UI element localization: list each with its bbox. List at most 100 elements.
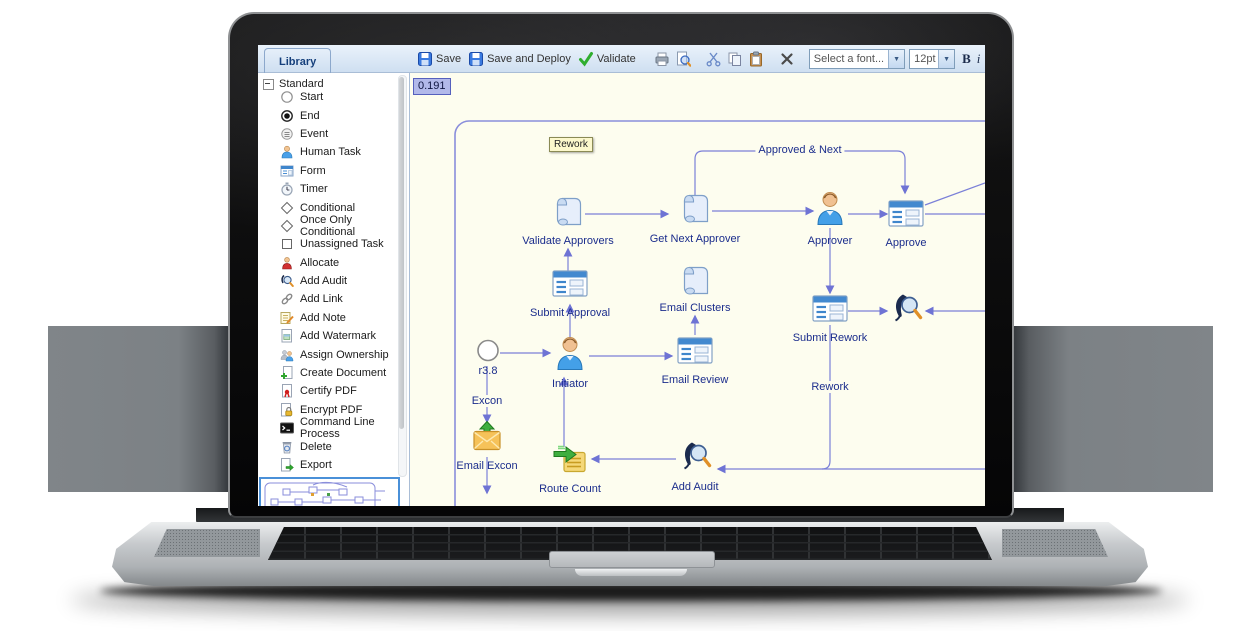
flow-node-approver[interactable] xyxy=(814,191,846,232)
chevron-down-icon[interactable]: ▼ xyxy=(888,50,905,68)
sidebar-item-allocate[interactable]: Allocate xyxy=(258,254,398,272)
sidebar-item-add-watermark[interactable]: Add Watermark xyxy=(258,327,398,345)
sidebar-item-unassigned-task[interactable]: Unassigned Task xyxy=(258,235,398,253)
tree-group-standard[interactable]: Standard xyxy=(258,73,409,91)
watermark-icon xyxy=(280,329,294,343)
sidebar-item-start[interactable]: Start xyxy=(258,88,398,106)
app-window: Library Save Save and Deploy Validate Se… xyxy=(258,45,985,506)
sidebar-item-once-only-conditional[interactable]: Once Only Conditional xyxy=(258,213,398,238)
overview-minimap[interactable] xyxy=(259,477,400,506)
sidebar-item-timer[interactable]: Timer xyxy=(258,180,398,198)
paste-icon[interactable] xyxy=(747,50,765,68)
sidebar-item-encrypt-pdf[interactable]: Encrypt PDF xyxy=(258,401,398,419)
sidebar-item-end[interactable]: End xyxy=(258,106,398,124)
form-icon xyxy=(280,164,294,178)
auditmini-icon xyxy=(280,274,294,288)
sidebar-item-command-line-process[interactable]: Command Line Process xyxy=(258,416,398,441)
flow-edge-label: Approved & Next xyxy=(755,144,845,156)
tree-group-label: Standard xyxy=(279,78,324,90)
sidebar-item-label: Encrypt PDF xyxy=(300,403,363,416)
flow-node-label-initiator: Initiator xyxy=(551,378,589,390)
sidebar-item-delete[interactable]: Delete xyxy=(258,437,398,455)
sidebar-item-add-link[interactable]: Add Link xyxy=(258,290,398,308)
italic-button[interactable]: i xyxy=(976,51,981,66)
minimap-preview xyxy=(264,481,385,506)
flow-node-initiator[interactable] xyxy=(554,336,586,377)
save-and-deploy-button[interactable]: Save and Deploy xyxy=(468,51,571,67)
check-icon xyxy=(578,51,594,67)
sidebar-item-create-document[interactable]: Create Document xyxy=(258,364,398,382)
sidebar-item-label: Event xyxy=(300,127,329,140)
collapse-icon[interactable] xyxy=(263,78,274,90)
sidebar-item-form[interactable]: Form xyxy=(258,162,398,180)
sidebar-item-certify-pdf[interactable]: Certify PDF xyxy=(258,382,398,400)
sidebar-scrollbar[interactable] xyxy=(398,75,407,477)
flow-node-submit-rework[interactable] xyxy=(812,295,848,327)
sidebar-item-label: Add Audit xyxy=(300,275,348,288)
flow-node-label-email-clusters: Email Clusters xyxy=(659,302,731,314)
timer-icon xyxy=(280,182,294,196)
copy-icon[interactable] xyxy=(726,50,744,68)
print-icon[interactable] xyxy=(653,50,671,68)
sidebar-item-conditional[interactable]: Conditional xyxy=(258,198,398,216)
sidebar-item-assign-ownership[interactable]: Assign Ownership xyxy=(258,345,398,363)
preview-icon[interactable] xyxy=(674,50,692,68)
cut-icon[interactable] xyxy=(705,50,723,68)
sidebar-item-label: Human Task xyxy=(300,146,361,159)
flow-node-label-approve: Approve xyxy=(885,237,927,249)
flow-node-add-audit[interactable] xyxy=(678,441,712,478)
flow-node-get-next-approver[interactable] xyxy=(680,193,710,230)
sidebar-item-label: Delete xyxy=(300,440,332,453)
laptop-shadow xyxy=(100,581,1162,601)
sidebar-item-label: Command Line Process xyxy=(300,416,375,441)
sidebar-item-label: Unassigned Task xyxy=(300,238,384,251)
save-icon xyxy=(417,51,433,67)
background-band-right xyxy=(1013,326,1213,492)
flow-node-approve[interactable] xyxy=(888,200,924,232)
sidebar-item-label: Conditional xyxy=(300,201,356,214)
flow-node-audit-step[interactable] xyxy=(889,293,923,330)
font-select-value: Select a font... xyxy=(813,53,885,65)
flow-node-label-email-review: Email Review xyxy=(661,374,729,386)
sidebar-item-label: Add Link xyxy=(300,293,343,306)
scrollbar-thumb[interactable] xyxy=(399,77,404,429)
flow-node-label-approver: Approver xyxy=(807,235,853,247)
flow-node-email-clusters[interactable] xyxy=(680,265,710,302)
flow-node-label-submit-approval: Submit Approval xyxy=(529,307,611,319)
flow-node-start-event[interactable] xyxy=(476,339,500,368)
toolbar-clipboard xyxy=(705,50,768,68)
flow-node-label-email-excon: Email Excon xyxy=(456,460,518,472)
ownership-icon xyxy=(280,348,294,362)
diamond-icon xyxy=(280,201,294,215)
sidebar-item-label: Assign Ownership xyxy=(300,348,389,361)
square-icon xyxy=(280,237,294,251)
font-size-value: 12pt xyxy=(914,53,936,65)
flow-node-submit-approval[interactable] xyxy=(552,270,588,302)
chevron-down-icon[interactable]: ▼ xyxy=(938,50,955,68)
sidebar-item-event[interactable]: Event xyxy=(258,125,398,143)
font-size-select[interactable]: 12pt ▼ xyxy=(909,49,956,69)
flow-node-label-route-count: Route Count xyxy=(539,483,601,495)
flow-node-route-count[interactable] xyxy=(553,444,587,479)
tab-library-label: Library xyxy=(279,55,317,68)
background-band-left xyxy=(48,326,229,492)
tab-library[interactable]: Library xyxy=(264,48,332,74)
flow-node-email-excon[interactable] xyxy=(472,420,502,458)
sidebar-item-label: Certify PDF xyxy=(300,385,357,398)
allocate-icon xyxy=(280,256,294,270)
sidebar-item-label: Export xyxy=(300,459,332,471)
event-icon xyxy=(280,127,294,141)
validate-button[interactable]: Validate xyxy=(578,51,636,67)
sidebar-item-add-audit[interactable]: Add Audit xyxy=(258,272,398,290)
sidebar-item-human-task[interactable]: Human Task xyxy=(258,143,398,161)
sidebar-item-add-note[interactable]: Add Note xyxy=(258,309,398,327)
bold-button[interactable]: B xyxy=(962,51,971,66)
save-button[interactable]: Save xyxy=(417,51,461,67)
sidebar-item-export[interactable]: Export xyxy=(258,456,398,474)
flow-node-validate-approvers[interactable] xyxy=(553,196,583,233)
font-select[interactable]: Select a font... ▼ xyxy=(808,49,906,69)
delete-icon[interactable] xyxy=(778,50,796,68)
flow-node-email-review[interactable] xyxy=(677,337,713,369)
sidebar-item-label: Once Only Conditional xyxy=(300,213,356,238)
